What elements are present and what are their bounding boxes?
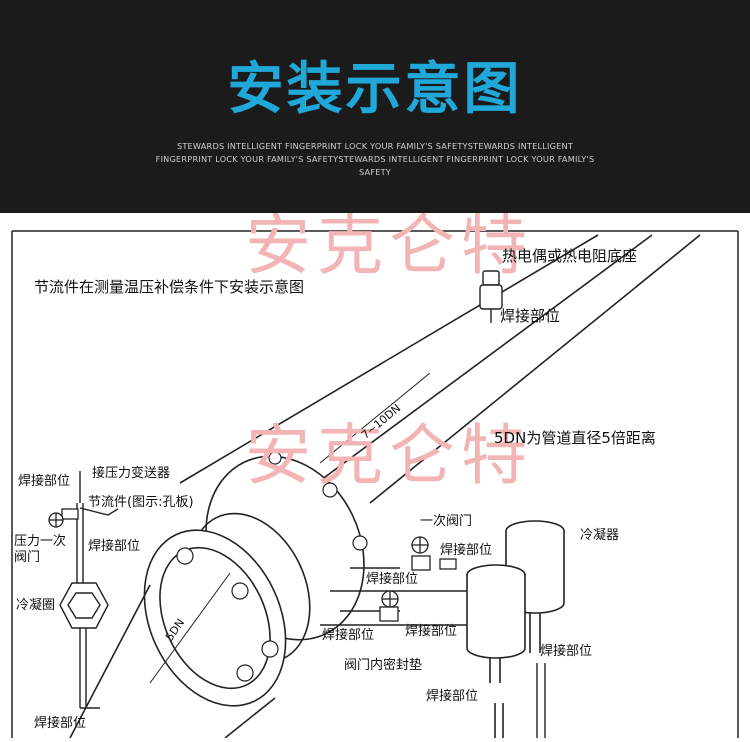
header-banner: 安装示意图 STEWARDS INTELLIGENT FINGERPRINT L… [0,0,750,213]
label-thermo-seat: 热电偶或热电阻底座 [502,247,637,265]
primary-valve-top [411,536,457,571]
downstream-pipe [69,584,276,739]
tagline: STEWARDS INTELLIGENT FINGERPRINT LOCK YO… [155,141,595,177]
main-pipe [179,234,701,504]
dimension-line-lower [149,572,231,684]
thermo-seat [479,270,503,323]
label-pressure-valve-line2: 阀门 [14,550,40,565]
label-valve-seal: 阀门内密封垫 [344,657,422,673]
condenser-left [466,564,526,738]
installation-diagram: 安克仑特 安克仑特 节流件在测量温压补偿条件下安装示意图 热电偶或热电阻底座 焊… [0,207,750,739]
condenser-drain [536,663,546,738]
label-primary-valve: 一次阀门 [420,513,472,529]
left-impulse-line [59,471,119,709]
page-title: 安装示意图 [227,57,523,122]
diagram-canvas: 安克仑特 安克仑特 节流件在测量温压补偿条件下安装示意图 热电偶或热电阻底座 焊… [11,207,739,739]
label-five-dn-note: 5DN为管道直径5倍距离 [494,429,656,447]
label-throttle-element: 节流件(图示:孔板) [88,495,194,510]
watermark-lower: 安克仑特 [245,417,533,494]
label-weld-left-mid: 焊接部位 [88,538,140,554]
watermark-upper: 安克仑特 [245,213,533,284]
label-pressure-valve-line1: 压力一次 [14,533,66,549]
label-weld-valve-mid: 焊接部位 [366,571,418,587]
label-weld-pipe-left: 焊接部位 [322,627,374,643]
diagram-caption: 节流件在测量温压补偿条件下安装示意图 [34,278,304,296]
label-condenser: 冷凝器 [580,527,619,543]
label-pressure-transmitter: 接压力变送器 [92,465,170,481]
dimension-line-upper [319,372,431,464]
flange-bolts [176,451,368,682]
label-condensing-coil: 冷凝圈 [16,597,55,613]
primary-valve-bottom [379,590,399,622]
left-valve [48,508,79,528]
label-weld-valve-top: 焊接部位 [440,542,492,558]
label-weld-cond-bottom: 焊接部位 [426,688,478,704]
label-weld-left-bottom: 焊接部位 [34,715,86,731]
label-weld-pipe-right: 焊接部位 [405,623,457,639]
label-weld-left-top: 焊接部位 [18,473,70,489]
label-weld-thermo: 焊接部位 [500,307,560,325]
label-weld-cond-right: 焊接部位 [540,643,592,659]
